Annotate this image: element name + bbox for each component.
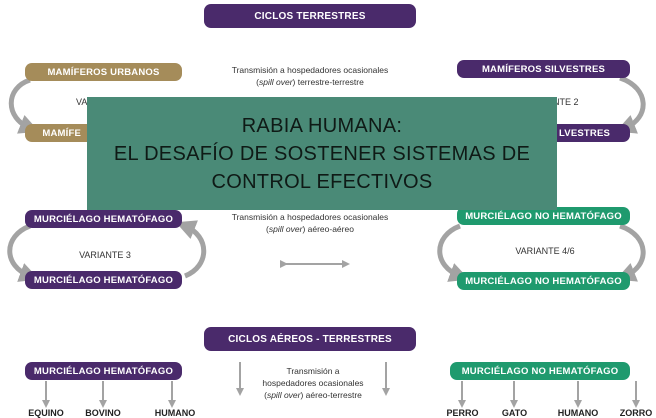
cycle-arrow-left-aerial-return xyxy=(175,220,207,279)
cycle-arrow-left-top xyxy=(8,77,40,134)
spill-over-term: spill over xyxy=(266,390,301,400)
header-ciclos-terrestres: CICLOS TERRESTRES xyxy=(204,4,416,28)
host-zorro: ZORRO xyxy=(619,408,653,418)
host-perro: PERRO xyxy=(446,408,479,418)
cycle-arrow-right-aerial xyxy=(437,223,470,282)
host-bovino: BOVINO xyxy=(85,408,121,418)
node-mamiferos-right-bottom: LVESTRES xyxy=(557,124,630,142)
caption-aereo: Transmisión a hospedadores ocasionales (… xyxy=(231,212,389,234)
variant-label-4-6: VARIANTE 4/6 xyxy=(515,246,575,256)
node-mamiferos-urbanos: MAMÍFEROS URBANOS xyxy=(25,63,182,81)
cycle-arrow-right-aerial-return xyxy=(615,223,646,282)
node-murcielago-no-hematofago-top: MURCIÉLAGO NO HEMATÓFAGO xyxy=(457,207,630,225)
node-murcielago-hematofago-bottom: MURCIÉLAGO HEMATÓFAGO xyxy=(25,271,182,289)
spill-over-term: spill over xyxy=(268,224,303,234)
caption-terrestre: Transmisión a hospedadores ocasionales (… xyxy=(231,65,389,87)
node-murcielago-hematofago-mixed: MURCIÉLAGO HEMATÓFAGO xyxy=(25,362,182,380)
node-murcielago-no-hematofago-bottom: MURCIÉLAGO NO HEMATÓFAGO xyxy=(457,272,630,290)
cycle-arrow-left-aerial xyxy=(7,223,40,282)
title-overlay: RABIA HUMANA: EL DESAFÍO DE SOSTENER SIS… xyxy=(87,97,557,210)
overlay-title-line2: EL DESAFÍO DE SOSTENER SISTEMAS DE xyxy=(113,142,531,165)
variant-label-left-top: VA xyxy=(76,97,88,107)
header-ciclos-aereos-terrestres: CICLOS AÉREOS - TERRESTRES xyxy=(204,327,416,351)
node-murcielago-hematofago-top: MURCIÉLAGO HEMATÓFAGO xyxy=(25,210,182,228)
node-murcielago-no-hematofago-mixed: MURCIÉLAGO NO HEMATÓFAGO xyxy=(450,362,630,380)
variant-label-3: VARIANTE 3 xyxy=(79,250,131,260)
host-humano-left: HUMANO xyxy=(154,408,196,418)
spill-over-term: spill over xyxy=(258,77,293,87)
host-humano-right: HUMANO xyxy=(557,408,599,418)
cycle-arrow-right-top xyxy=(615,75,646,134)
overlay-title-line3: CONTROL EFECTIVOS xyxy=(211,170,433,193)
caption-aereo-terrestre: Transmisión a hospedadores ocasionales (… xyxy=(262,366,364,400)
host-equino: EQUINO xyxy=(28,408,64,418)
host-gato: GATO xyxy=(501,408,528,418)
node-mamiferos-silvestres: MAMÍFEROS SILVESTRES xyxy=(457,60,630,78)
overlay-title-line1: RABIA HUMANA: xyxy=(241,114,403,137)
node-mamiferos-left-bottom: MAMÍFE xyxy=(25,124,87,142)
variant-label-right-top: NTE 2 xyxy=(553,97,579,107)
